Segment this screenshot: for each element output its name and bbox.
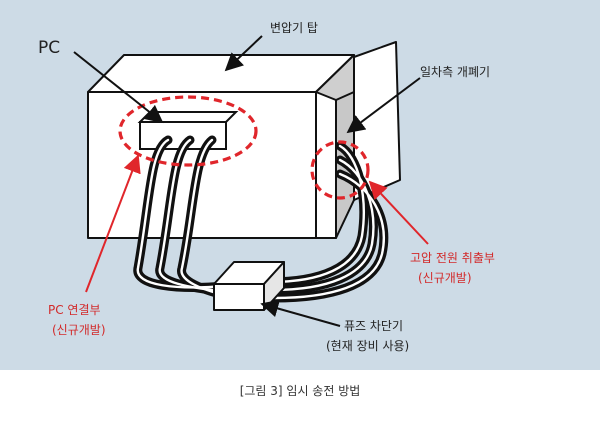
- hv-tap-label: 고압 전원 취출부: [410, 251, 495, 265]
- fuse-label: 퓨즈 차단기: [344, 319, 403, 333]
- pc-connection-highlight: [118, 95, 258, 167]
- switch-unit: [315, 91, 337, 239]
- temporary-power-diagram: PC 변압기 탑 일차측 개폐기 고압 전원 취출부 (신규개발) PC 연결부…: [38, 21, 495, 353]
- primary-switch-label: 일차측 개폐기: [420, 65, 490, 79]
- primary-switch-arrow: [346, 77, 421, 134]
- fuse-arrow: [260, 299, 341, 327]
- pc-connection-label: PC 연결부: [48, 303, 101, 317]
- hv-tap-highlight: [310, 140, 370, 200]
- fuse-sublabel: (현재 장비 사용): [326, 339, 409, 353]
- pc-connection-arrow: [85, 154, 141, 293]
- tower-top-face: [87, 54, 355, 93]
- fuse-box: [213, 261, 285, 311]
- hv-tap-arrow: [368, 180, 429, 245]
- pc-connection-sublabel: (신규개발): [52, 323, 106, 337]
- hv-tap-sublabel: (신규개발): [418, 271, 472, 285]
- fuse-box-front: [213, 283, 265, 311]
- hv-cables-inner: [268, 144, 385, 300]
- pc-label: PC: [38, 38, 60, 58]
- transformer-tower-label: 변압기 탑: [270, 21, 318, 35]
- transformer-tower-arrow: [224, 35, 263, 72]
- pc-arrow: [73, 51, 164, 124]
- pc-cables-inner: [136, 138, 238, 300]
- figure-caption: [그림 3] 임시 송전 방법: [239, 384, 361, 398]
